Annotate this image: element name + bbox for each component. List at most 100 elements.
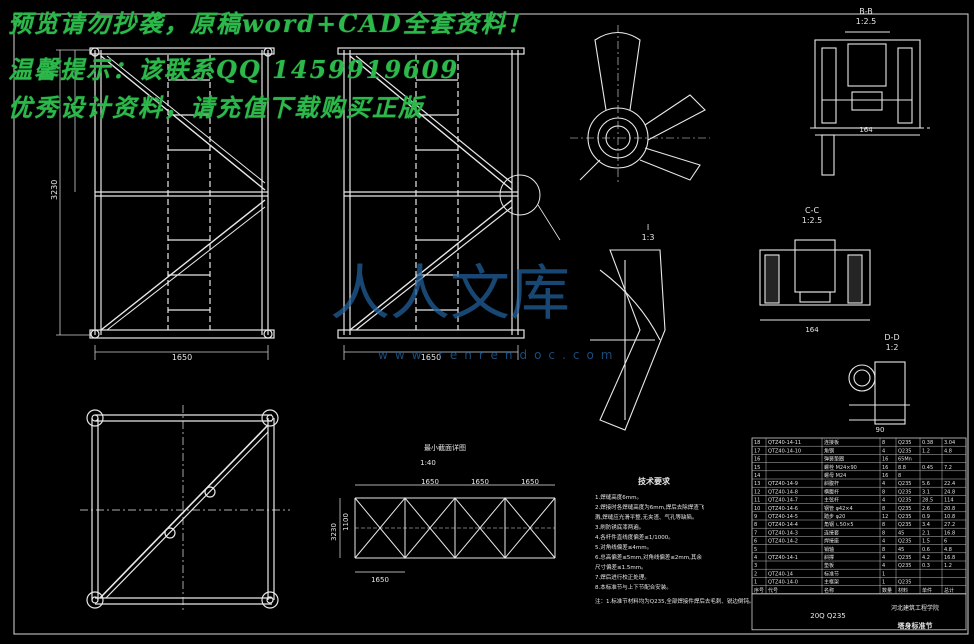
- front-elevation-middle-dims: [343, 345, 519, 360]
- tech-req-line: 3.刷防锈底漆两遍。: [595, 523, 644, 531]
- bom-cell: 16: [754, 457, 760, 463]
- weld-grid-scale: 1:40: [420, 459, 436, 467]
- bom-cell: 斜腹杆: [824, 480, 839, 487]
- tech-req-line: 6.总高偏差≤5mm,对角线偏差≤2mm,其余: [595, 553, 702, 561]
- bom-cell: 主框架: [824, 579, 839, 586]
- bom-cell: 114: [944, 498, 954, 504]
- bom-header-cell: 名称: [824, 587, 834, 594]
- bom-cell: 1.2: [922, 448, 930, 454]
- bom-cell: Q235: [898, 489, 911, 495]
- bom-cell: 横腹杆: [824, 488, 839, 495]
- bom-cell: 4.2: [922, 555, 930, 561]
- tech-req-line: 尺寸偏差≤1.5mm。: [595, 563, 647, 571]
- bom-cell: 4: [882, 481, 885, 487]
- bom-cell: 24.8: [944, 489, 955, 495]
- bom-cell: 12: [882, 514, 888, 520]
- bom-cell: 8: [882, 440, 885, 446]
- bom-cell: 10: [754, 506, 760, 512]
- bom-cell: 65Mn: [898, 457, 912, 463]
- bom-cell: Q235: [898, 563, 911, 569]
- bom-cell: Q235: [898, 539, 911, 545]
- dim-grid-span1: 1650: [421, 478, 439, 486]
- section-b-view: [810, 31, 930, 176]
- bom-cell: 16: [882, 457, 888, 463]
- bom-header-cell: 单件: [922, 587, 932, 594]
- bom-cell: QTZ40-14-3: [768, 530, 798, 536]
- bom-cell: 连接套: [824, 529, 839, 536]
- bom-cell: 垫板: [824, 562, 834, 569]
- bom-cell: 5.6: [922, 481, 930, 487]
- bom-cell: QTZ40-14-0: [768, 580, 798, 586]
- detail-1-label: I: [647, 223, 649, 232]
- bom-cell: QTZ40-14-9: [768, 481, 798, 487]
- watermark-line-2: 温馨提示：该联系QQ 1459919609: [8, 55, 460, 84]
- bom-cell: 14: [754, 473, 760, 479]
- tech-req-line: 8.本标准节与上下节配合安装。: [595, 583, 672, 591]
- bom-cell: 18: [754, 440, 760, 446]
- dim-grid-span3: 1650: [521, 478, 539, 486]
- bom-cell: 12: [754, 489, 760, 495]
- bom-cell: 45: [898, 547, 904, 553]
- bom-cell: 8: [882, 522, 885, 528]
- weld-grid-diagram: [339, 484, 556, 573]
- bom-cell: 钢管 φ42×4: [824, 505, 853, 512]
- bom-cell: 4: [754, 555, 757, 561]
- bom-cell: 角钢: [824, 447, 834, 454]
- bom-cell: Q235: [898, 514, 911, 520]
- tech-req-title: 技术要求: [638, 476, 671, 486]
- bom-cell: 3: [754, 563, 757, 569]
- bom-cell: 10.8: [944, 514, 955, 520]
- dim-elev-left-width: 1650: [172, 353, 192, 362]
- bom-drawing-name: 塔身标准节: [898, 621, 933, 630]
- bom-cell: Q235: [898, 481, 911, 487]
- bom-cell: 连接板: [824, 439, 839, 446]
- bom-cell: 8: [882, 530, 885, 536]
- bom-cell: QTZ40-14-5: [768, 514, 798, 520]
- bom-cell: 2.6: [922, 506, 930, 512]
- bom-cell: 6: [754, 539, 757, 545]
- bom-cell: Q235: [898, 498, 911, 504]
- bom-cell: 8: [882, 547, 885, 553]
- bom-cell: QTZ40-14-10: [768, 448, 801, 454]
- bom-cell: 焊接座: [824, 538, 839, 545]
- section-c-view: [759, 239, 871, 321]
- dim-grid-height: 3230: [330, 523, 338, 541]
- bom-cell: 角钢 ∟50×5: [824, 521, 854, 528]
- bom-cell: 1: [754, 580, 757, 586]
- tech-req-line: 溅,焊缝应光滑平整,无夹渣、气孔等缺陷。: [595, 513, 698, 521]
- bom-cell: QTZ40-14: [768, 571, 793, 577]
- bom-header-cell: 序号: [754, 587, 764, 594]
- bom-cell: 螺母 M24: [824, 472, 846, 479]
- section-d-scale: 1:2: [886, 343, 899, 352]
- bom-cell: 1.5: [922, 539, 930, 545]
- bom-cell: 13: [754, 481, 760, 487]
- bom-cell: 3.4: [922, 522, 930, 528]
- bom-cell: 2: [754, 571, 757, 577]
- bom-cell: 0.9: [922, 514, 930, 520]
- bom-cell: 0.3: [922, 563, 930, 569]
- dim-grid-bottom: 1650: [371, 576, 389, 584]
- tech-req-line: 7.焊后进行校正处理。: [595, 573, 650, 581]
- bom-cell: 3.1: [922, 489, 930, 495]
- bom-cell: QTZ40-14-11: [768, 440, 801, 446]
- section-c-scale: 1:2.5: [802, 216, 823, 225]
- bom-cell: 16: [882, 473, 888, 479]
- dim-grid-span2: 1650: [471, 478, 489, 486]
- section-d-view: [848, 361, 910, 425]
- bom-cell: 28.5: [922, 498, 933, 504]
- bom-cell: 0.38: [922, 440, 933, 446]
- bom-header-cell: 代号: [768, 587, 778, 594]
- bom-cell: 4.8: [944, 448, 952, 454]
- bom-cell: 1: [882, 571, 885, 577]
- dim-grid-sub: 1100: [342, 513, 350, 531]
- bom-cell: QTZ40-14-7: [768, 498, 798, 504]
- bom-cell: 主弦杆: [824, 497, 839, 504]
- bom-cell: Q235: [898, 555, 911, 561]
- watermark-line-3: 优秀设计资料，请充值下载购买正版: [8, 93, 424, 122]
- bom-cell: Q235: [898, 440, 911, 446]
- bom-cell: 15: [754, 465, 760, 471]
- front-elevation-left: [89, 47, 275, 339]
- tech-req-line: 1.焊缝高度6mm。: [595, 493, 642, 501]
- bom-cell: 2.1: [922, 530, 930, 536]
